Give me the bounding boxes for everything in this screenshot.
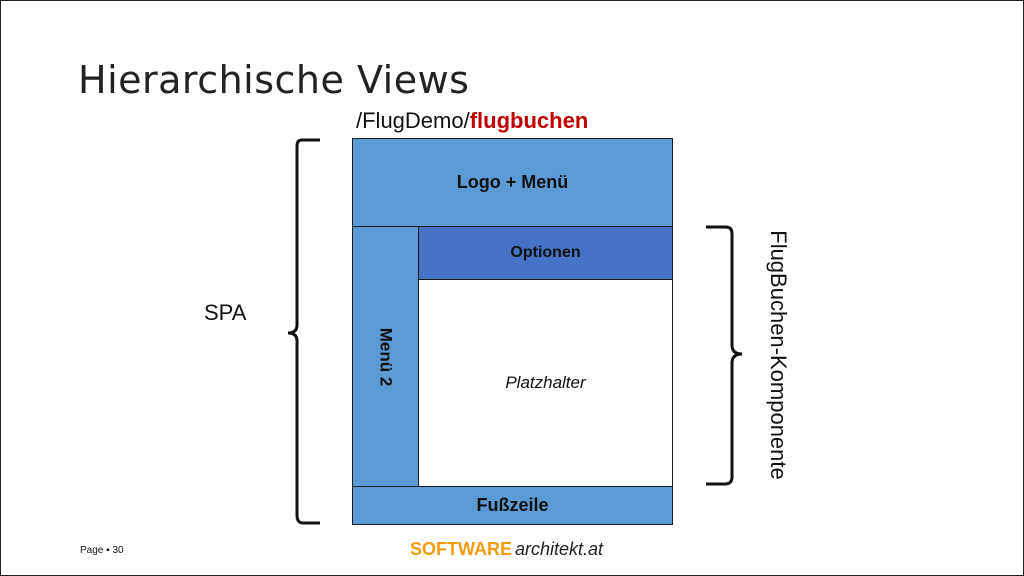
page-number: Page ▪ 30 [80,545,124,556]
side-menu-box: Menü 2 [352,226,419,487]
page-label: Page [80,545,104,556]
footer-label: Fußzeile [476,495,549,515]
placeholder-label: Platzhalter [505,373,586,392]
route-path: /FlugDemo/flugbuchen [356,108,588,134]
slide-title: Hierarchische Views [78,58,470,102]
component-label: FlugBuchen-Komponente [766,230,791,480]
header-label: Logo + Menü [456,172,569,192]
options-label: Optionen [510,244,581,261]
page-number-value: 30 [112,545,124,556]
page-separator: ▪ [106,545,110,556]
logo-architekt: architekt.at [515,539,604,559]
route-prefix: /FlugDemo/ [356,108,470,133]
logo-software: SOFTWARE [410,539,512,559]
left-brace [287,138,320,525]
spa-label: SPA [204,300,247,325]
route-highlight: flugbuchen [469,108,589,133]
header-box: Logo + Menü [352,138,673,227]
footer-box: Fußzeile [352,486,673,525]
right-brace [706,225,743,486]
